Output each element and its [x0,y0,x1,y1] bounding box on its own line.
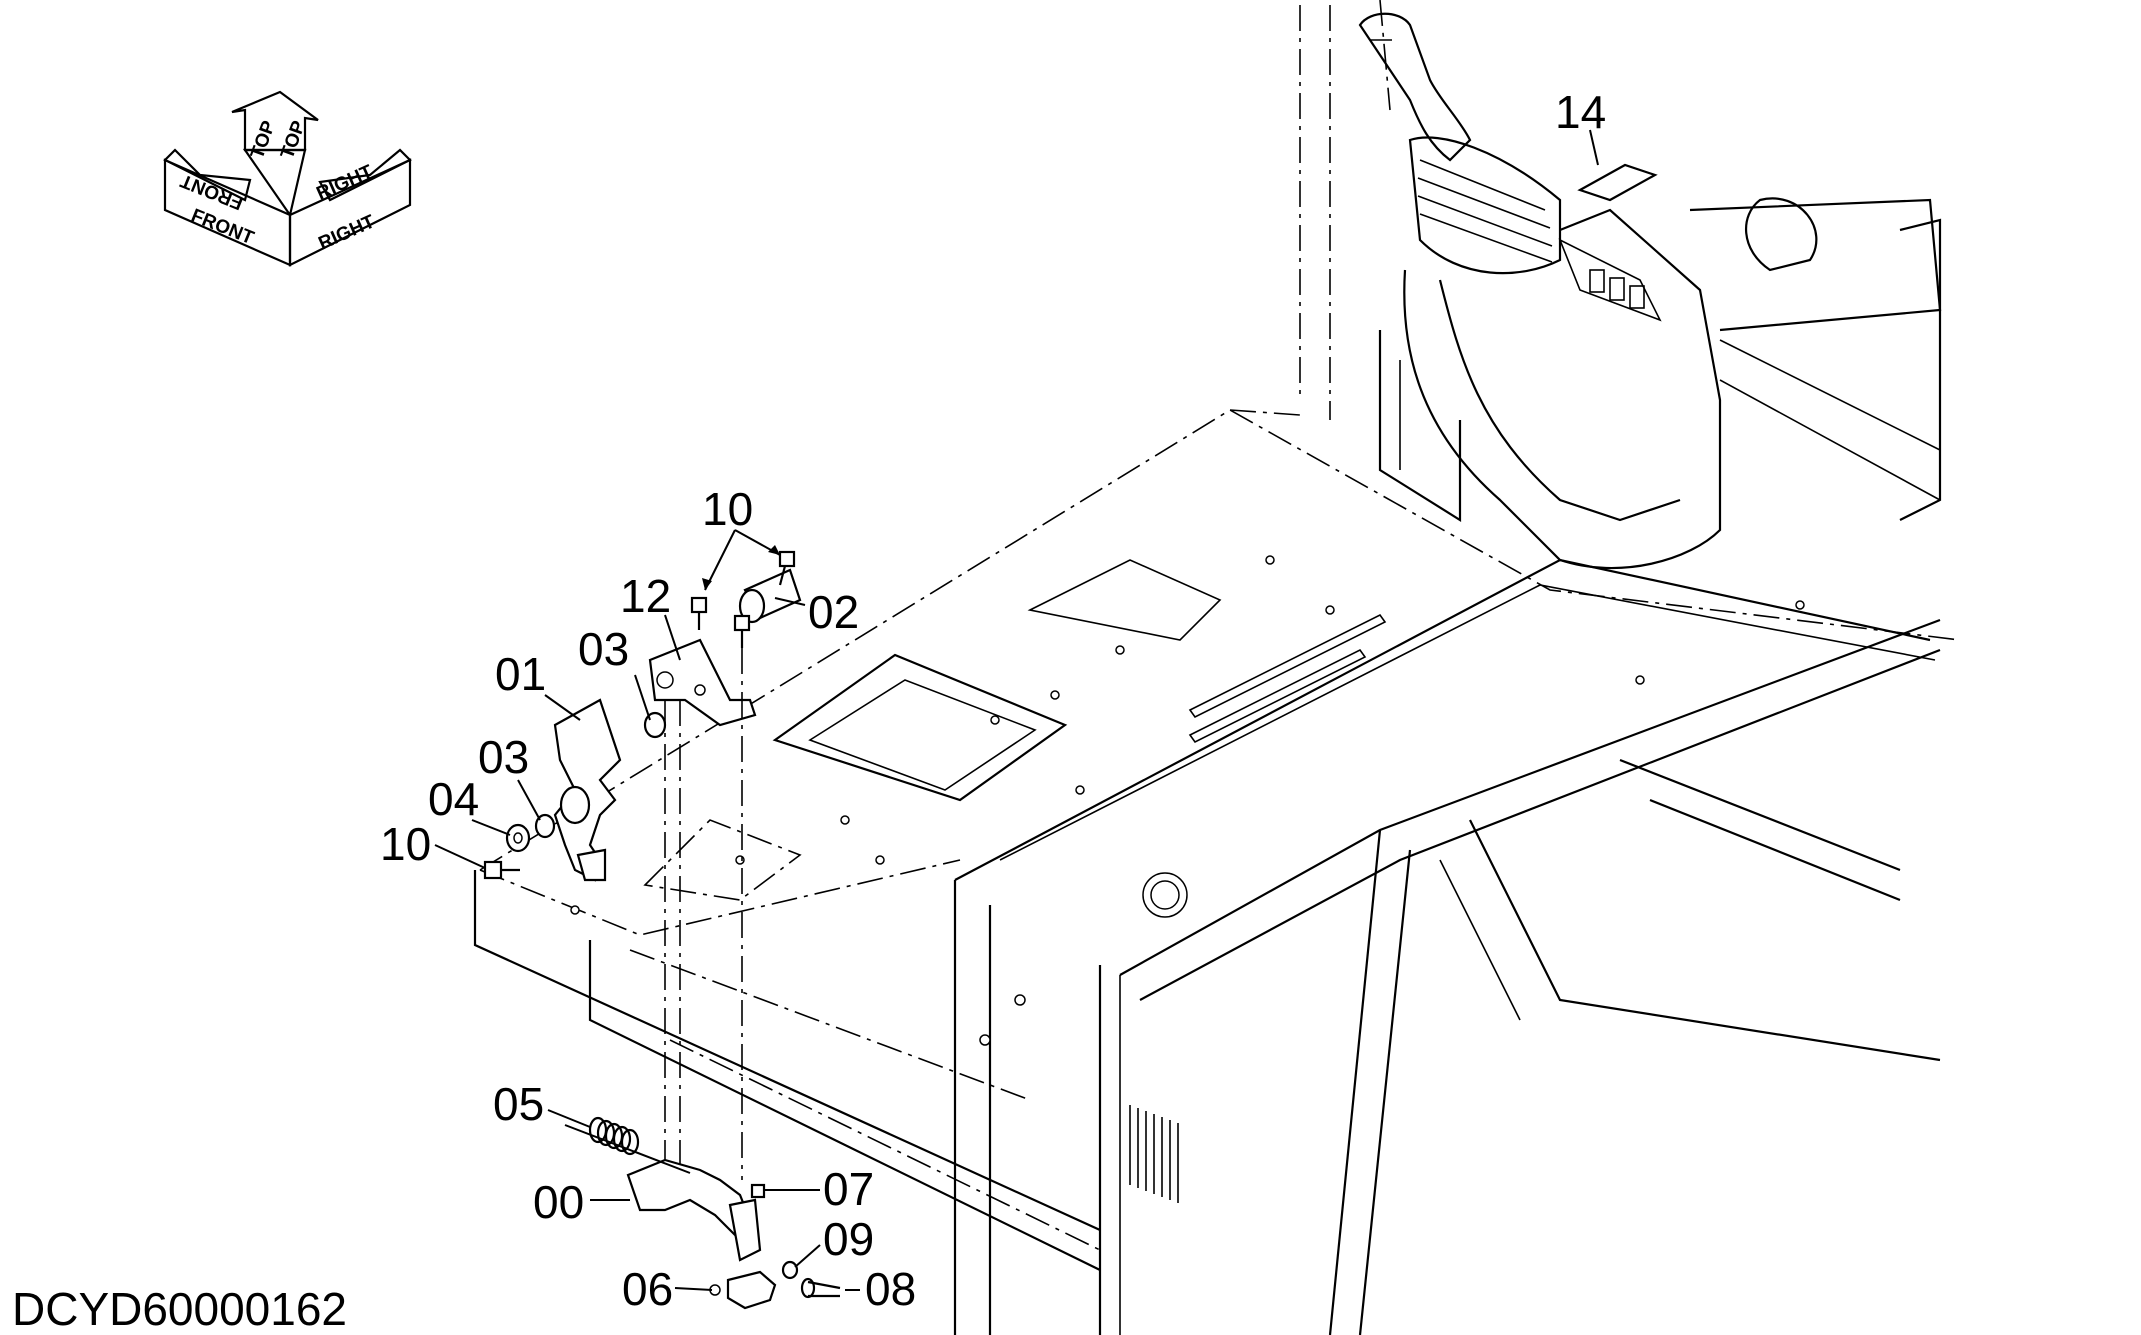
part-08-screw [800,1277,841,1299]
front-label: FRONT [188,205,257,249]
callout-14: 14 [1555,86,1606,138]
part-05-spring [588,1116,640,1156]
callout-00: 00 [533,1176,584,1228]
part-07-bolt [750,1183,766,1199]
switch-assembly [588,1116,841,1310]
joystick-console [1299,0,1942,570]
orientation-indicator: FRONT FRONT TOP TOP RIGHT RIGHT [163,90,412,267]
leader-lines [434,129,1599,1291]
callout-07: 07 [823,1163,874,1215]
right-label: RIGHT [315,211,378,254]
latch-assembly [483,550,802,1180]
bolt-left [483,860,520,880]
callout-04: 04 [428,773,479,825]
callout-09: 09 [823,1213,874,1265]
callout-03-lower: 03 [478,731,529,783]
part-03-washer-lower [534,813,556,839]
part-06-switch [726,1270,777,1310]
decal [1577,163,1658,202]
callout-06: 06 [622,1263,673,1315]
callout-03-upper: 03 [578,623,629,675]
callout-05: 05 [493,1078,544,1130]
vent-grille [1129,1105,1179,1203]
callout-10-left: 10 [380,818,431,870]
callouts: 10 02 12 03 01 03 04 10 14 05 00 07 09 0… [380,86,1606,1315]
part-09-washer [781,1260,799,1280]
right-label-mirrored: RIGHT [313,161,376,204]
bolt-top-3 [733,614,751,648]
callout-02: 02 [808,586,859,638]
callout-12: 12 [620,570,671,622]
callout-10-top: 10 [702,483,753,535]
top-label: TOP [247,118,280,162]
part-00-bracket [626,1158,752,1237]
callout-08: 08 [865,1263,916,1315]
drawing-id: DCYD60000162 [12,1283,347,1335]
bolt-top-2 [690,596,708,630]
callout-01: 01 [495,648,546,700]
bolt-top-1 [778,550,796,586]
